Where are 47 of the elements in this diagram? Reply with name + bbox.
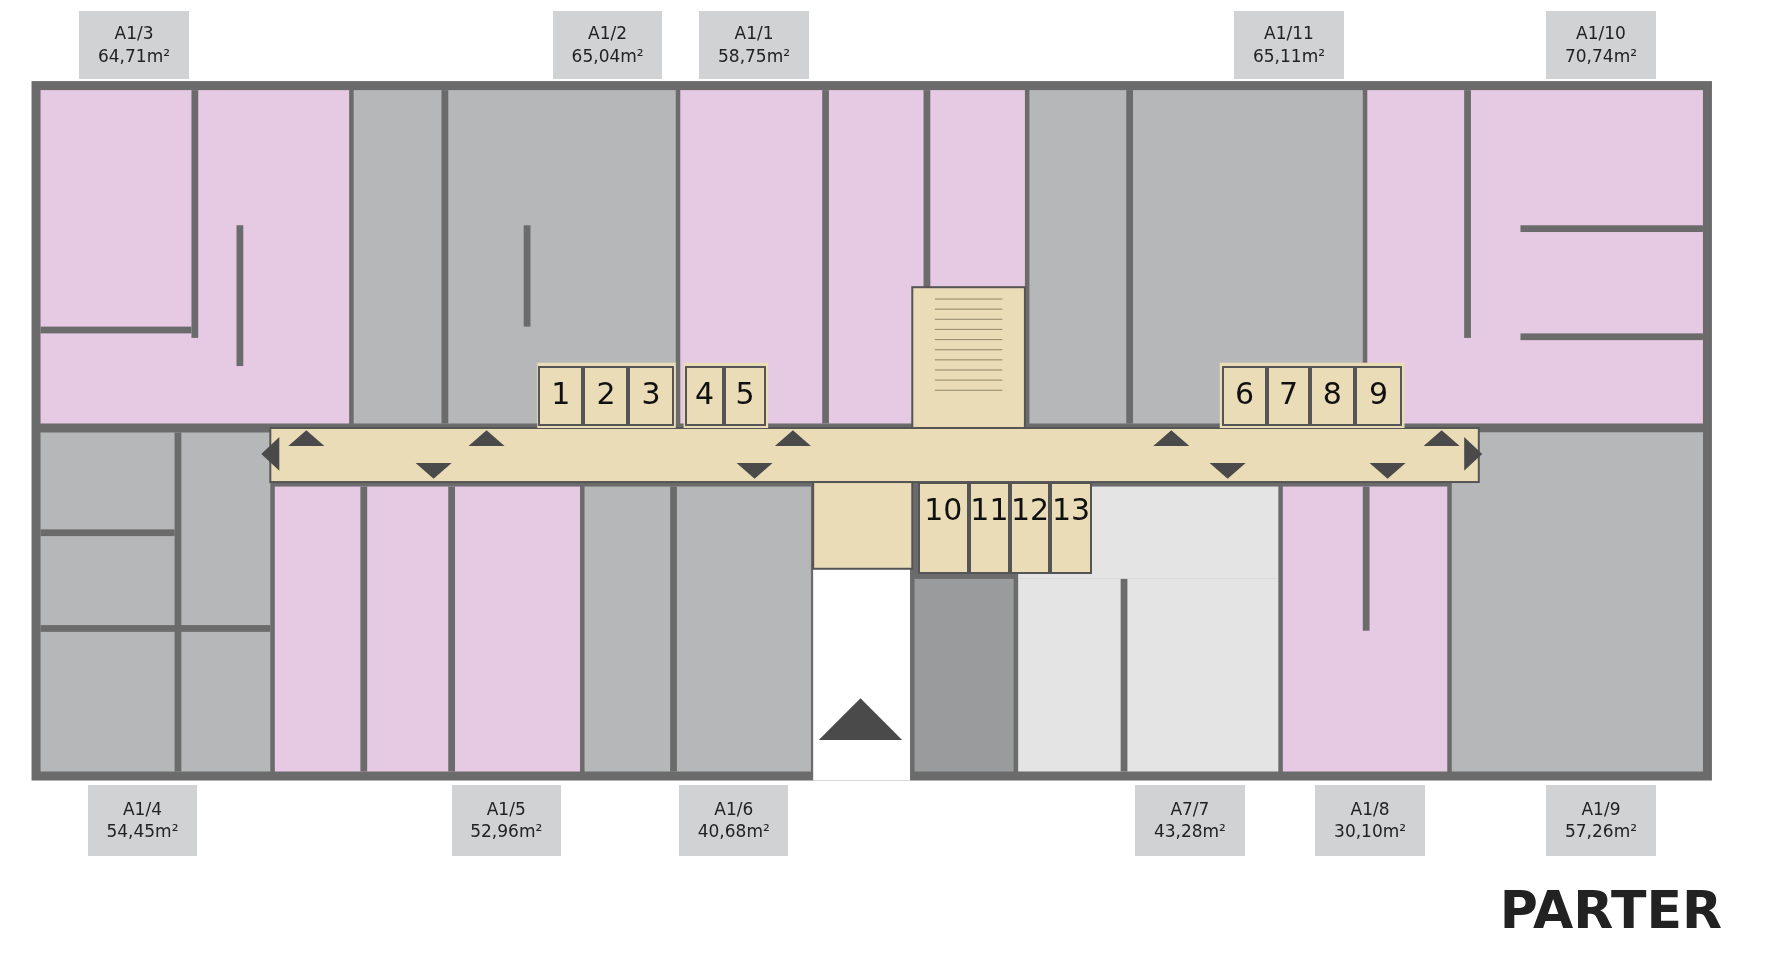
unit-area: 57,26m² bbox=[1564, 820, 1637, 844]
unit-area: 64,71m² bbox=[98, 45, 171, 68]
unit-tag bbox=[1234, 11, 1344, 79]
unit-number: A1/6 bbox=[714, 797, 754, 821]
unit-number: A1/10 bbox=[1576, 22, 1626, 46]
unit-area: 70,74m² bbox=[1564, 45, 1637, 68]
unit-area: 30,10m² bbox=[1334, 820, 1407, 844]
unit-area: 52,96m² bbox=[470, 820, 543, 844]
storage-room: 1 bbox=[538, 366, 584, 426]
unit-number: A7/7 bbox=[1170, 797, 1210, 821]
unit-area: 65,11m² bbox=[1253, 45, 1326, 68]
unit-number: A1/2 bbox=[588, 22, 628, 46]
storage-room: 7 bbox=[1267, 366, 1310, 426]
storage-room: 6 bbox=[1222, 366, 1268, 426]
storage-room: 5 bbox=[724, 366, 766, 426]
unit-area: 54,45m² bbox=[106, 820, 179, 844]
unit-number: A1/11 bbox=[1264, 22, 1314, 46]
unit-area: 43,28m² bbox=[1153, 820, 1226, 844]
unit-tag bbox=[87, 785, 198, 856]
unit-number: A1/9 bbox=[1581, 797, 1621, 821]
unit-tag bbox=[1546, 11, 1656, 79]
unit-area: 65,04m² bbox=[571, 45, 644, 68]
storage-room: 9 bbox=[1354, 366, 1403, 426]
storage-room: 8 bbox=[1309, 366, 1355, 426]
unit-area: 58,75m² bbox=[718, 45, 791, 68]
unit-number: A1/3 bbox=[114, 22, 154, 46]
unit-tag bbox=[451, 785, 561, 856]
unit-tag bbox=[78, 11, 190, 79]
storage-room: 3 bbox=[628, 366, 674, 426]
unit-tag bbox=[553, 11, 663, 79]
storage-room: 2 bbox=[583, 366, 629, 426]
storage-room: 12 bbox=[1010, 482, 1050, 575]
unit-number: A1/4 bbox=[122, 797, 162, 821]
storage-room: 4 bbox=[684, 366, 725, 426]
storage-room: 10 bbox=[917, 482, 969, 575]
unit-tag bbox=[1135, 785, 1245, 856]
unit-area: 40,68m² bbox=[697, 820, 770, 844]
floor-title: PARTER bbox=[1499, 880, 1722, 940]
unit-number: A1/8 bbox=[1350, 797, 1390, 821]
unit-number: A1/1 bbox=[734, 22, 774, 46]
unit-tag bbox=[679, 785, 789, 856]
unit-tag bbox=[1315, 785, 1425, 856]
storage-room: 13 bbox=[1049, 482, 1093, 575]
unit-tag bbox=[699, 11, 809, 79]
storage-room: 11 bbox=[968, 482, 1011, 575]
unit-tag bbox=[1546, 785, 1656, 856]
unit-number: A1/5 bbox=[486, 797, 526, 821]
